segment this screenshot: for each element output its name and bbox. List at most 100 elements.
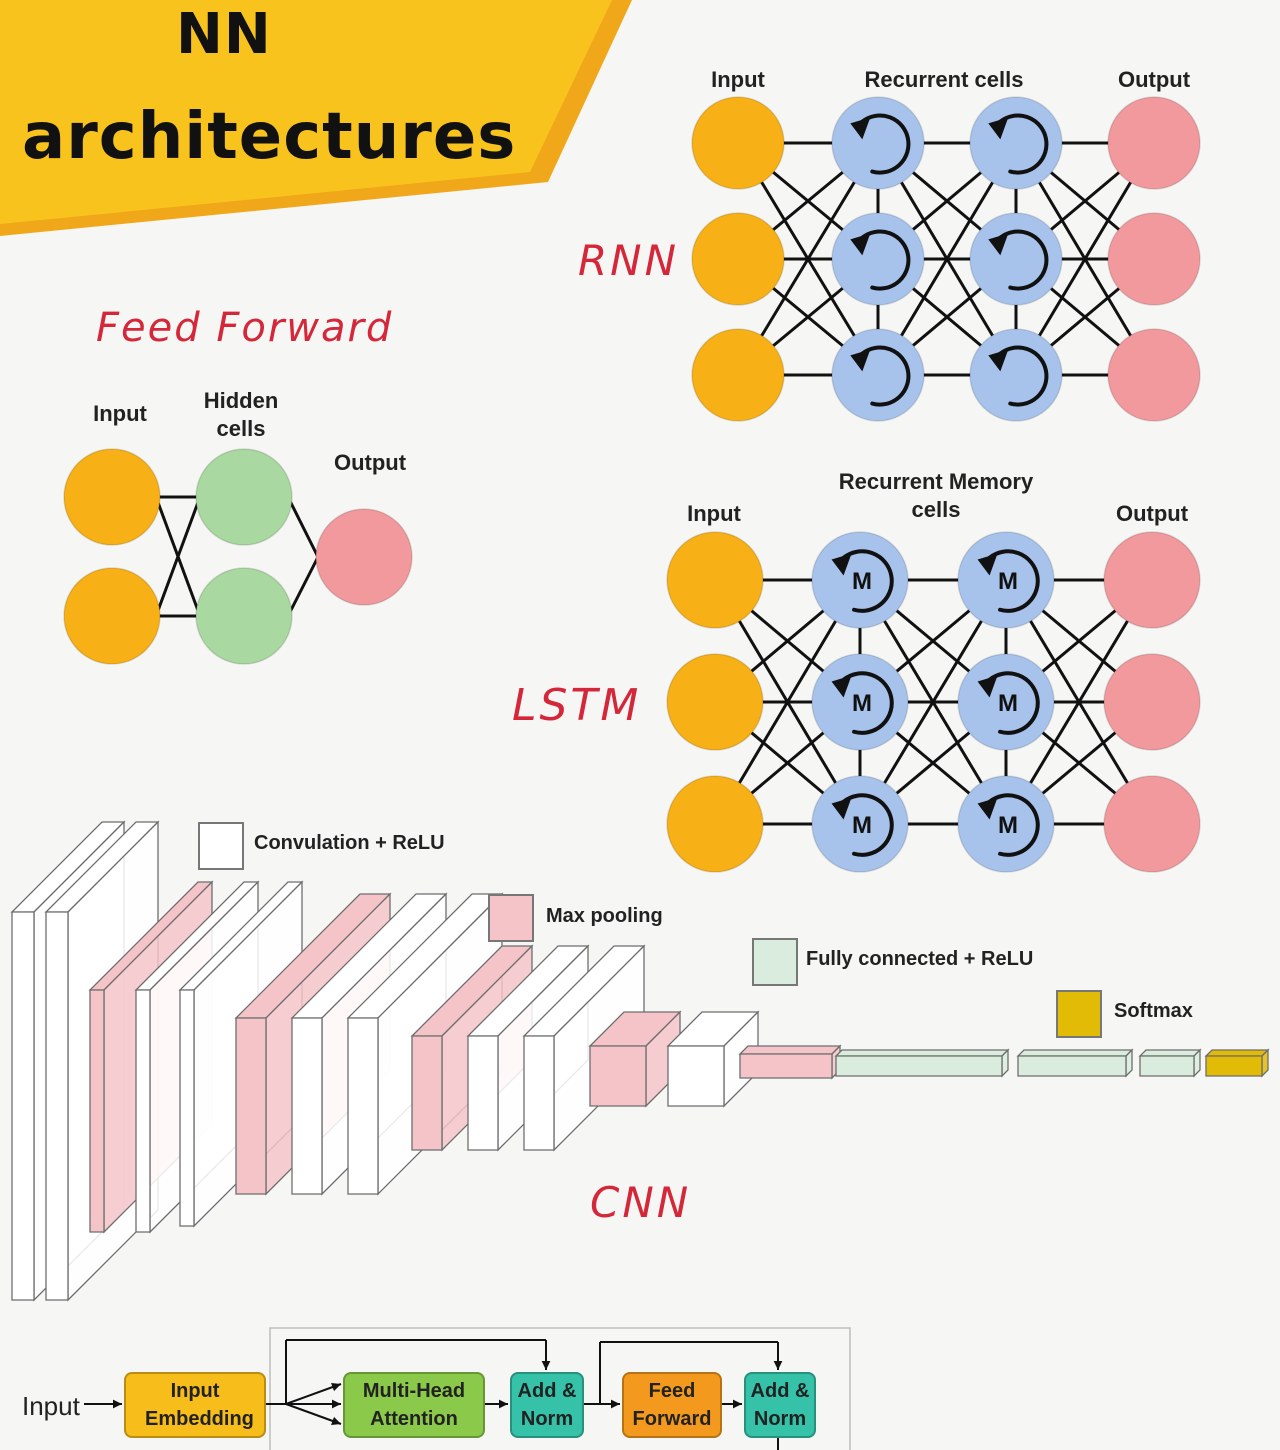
rnn-input-node: [691, 96, 785, 190]
rnn-output-node: [1107, 212, 1201, 306]
pool-layer: [738, 1044, 842, 1080]
loop-arrow-icon-head: [831, 797, 852, 820]
softmax-layer-face: [1204, 1049, 1270, 1057]
lstm-cells-header: Recurrent Memory cells: [838, 469, 1034, 522]
conv-layer-face: [667, 1045, 725, 1107]
conv-layer: [666, 1010, 760, 1108]
memory-m-glyph: M: [852, 690, 872, 717]
conv-layer-face: [467, 1035, 499, 1151]
connection-line: [286, 496, 320, 558]
loop-arrow-icon: [860, 113, 911, 175]
loop-arrow-icon-head: [850, 233, 871, 256]
rnn-output-node: [1107, 328, 1201, 422]
add-norm-label-1: Add & Norm: [517, 1380, 577, 1430]
feed-forward-block-label: Feed Forward: [632, 1380, 712, 1430]
title-line-1: NN: [176, 2, 272, 67]
loop-arrow-icon: [987, 549, 1040, 613]
legend-softmax-label: Softmax: [1114, 1000, 1193, 1022]
pool-layer-face: [589, 1045, 647, 1107]
legend-fc-swatch: [752, 938, 798, 986]
rnn-input-node: [691, 328, 785, 422]
add-norm-block-2: Add & Norm: [744, 1372, 816, 1438]
pool-layer-face: [235, 1017, 267, 1195]
ff-input-node: [63, 567, 161, 665]
input-embedding-block: Input Embedding: [124, 1372, 266, 1438]
attention-v-arrow-head: [331, 1416, 341, 1426]
rnn-label: RNN: [578, 236, 680, 285]
fc-layer-face: [834, 1049, 1010, 1057]
rnn-output-header: Output: [1117, 67, 1191, 92]
flow-arrow-head: [732, 1399, 742, 1409]
conv-layer-face: [11, 911, 35, 1301]
loop-arrow-icon: [987, 793, 1040, 857]
residual-arrow-1-head: [541, 1360, 551, 1370]
attention-q-arrow-head: [331, 1382, 341, 1392]
legend-conv-label: Convulation + ReLU: [254, 832, 445, 854]
loop-arrow-icon-head: [988, 349, 1009, 372]
encoder-frame: [269, 1327, 851, 1450]
connection-line: [286, 556, 320, 617]
rnn-input-header: Input: [711, 67, 765, 92]
legend-softmax-swatch: [1056, 990, 1102, 1038]
fc-layer-face: [1138, 1049, 1202, 1057]
loop-arrow-icon: [841, 671, 894, 735]
fc-layer-face: [1139, 1055, 1195, 1077]
loop-arrow-icon: [998, 229, 1049, 291]
memory-m-glyph: M: [998, 690, 1018, 717]
rnn-output-node: [1107, 96, 1201, 190]
loop-arrow-icon: [841, 793, 894, 857]
loop-arrow-icon-head: [988, 117, 1009, 140]
pool-layer-face: [89, 989, 105, 1233]
fc-layer: [1138, 1048, 1202, 1078]
fc-layer: [834, 1048, 1010, 1078]
conv-layer-face: [291, 1017, 323, 1195]
loop-arrow-icon-head: [831, 675, 852, 698]
loop-arrow-icon-head: [977, 797, 998, 820]
attention-v-arrow: [285, 1403, 342, 1425]
loop-arrow-icon-head: [850, 117, 871, 140]
ff-hidden-node: [195, 567, 293, 665]
ff-input-node: [63, 448, 161, 546]
conv-layer-face: [45, 911, 69, 1301]
ff-input-header: Input: [93, 401, 147, 426]
loop-arrow-icon: [860, 229, 911, 291]
softmax-layer-face: [1205, 1055, 1263, 1077]
lstm-input-node: [666, 653, 764, 751]
ff-hidden-header: Hidden cells: [203, 388, 279, 441]
loop-arrow-icon: [998, 345, 1049, 407]
feed-forward-block: Feed Forward: [622, 1372, 722, 1438]
flow-arrow-head: [610, 1399, 620, 1409]
lstm-output-node: [1103, 775, 1201, 873]
legend-pool-swatch: [488, 894, 534, 942]
lstm-input-header: Input: [687, 501, 741, 526]
conv-layer-face: [347, 1017, 379, 1195]
memory-m-glyph: M: [852, 568, 872, 595]
fc-layer-face: [835, 1055, 1003, 1077]
loop-arrow-icon: [860, 345, 911, 407]
pool-layer: [588, 1010, 682, 1108]
fc-layer-face: [1017, 1055, 1127, 1077]
conv-layer-face: [179, 989, 195, 1227]
rnn-input-node: [691, 212, 785, 306]
ff-output-node: [315, 508, 413, 606]
pool-layer-face: [738, 1045, 842, 1055]
feed-forward-label: Feed Forward: [96, 305, 394, 351]
memory-m-glyph: M: [998, 812, 1018, 839]
pool-layer-face: [739, 1053, 833, 1079]
lstm-input-node: [666, 775, 764, 873]
loop-arrow-icon-head: [850, 349, 871, 372]
multi-head-attention-block: Multi-Head Attention: [343, 1372, 485, 1438]
ff-hidden-node: [195, 448, 293, 546]
lstm-input-node: [666, 531, 764, 629]
attention-q-arrow: [285, 1383, 342, 1405]
softmax-layer: [1204, 1048, 1270, 1078]
loop-arrow-icon: [987, 671, 1040, 735]
loop-arrow-icon-head: [831, 553, 852, 576]
memory-m-glyph: M: [998, 568, 1018, 595]
conv-layer-face: [135, 989, 151, 1233]
lstm-label: LSTM: [512, 680, 642, 731]
flow-arrow-head: [498, 1399, 508, 1409]
loop-arrow-icon-head: [988, 233, 1009, 256]
